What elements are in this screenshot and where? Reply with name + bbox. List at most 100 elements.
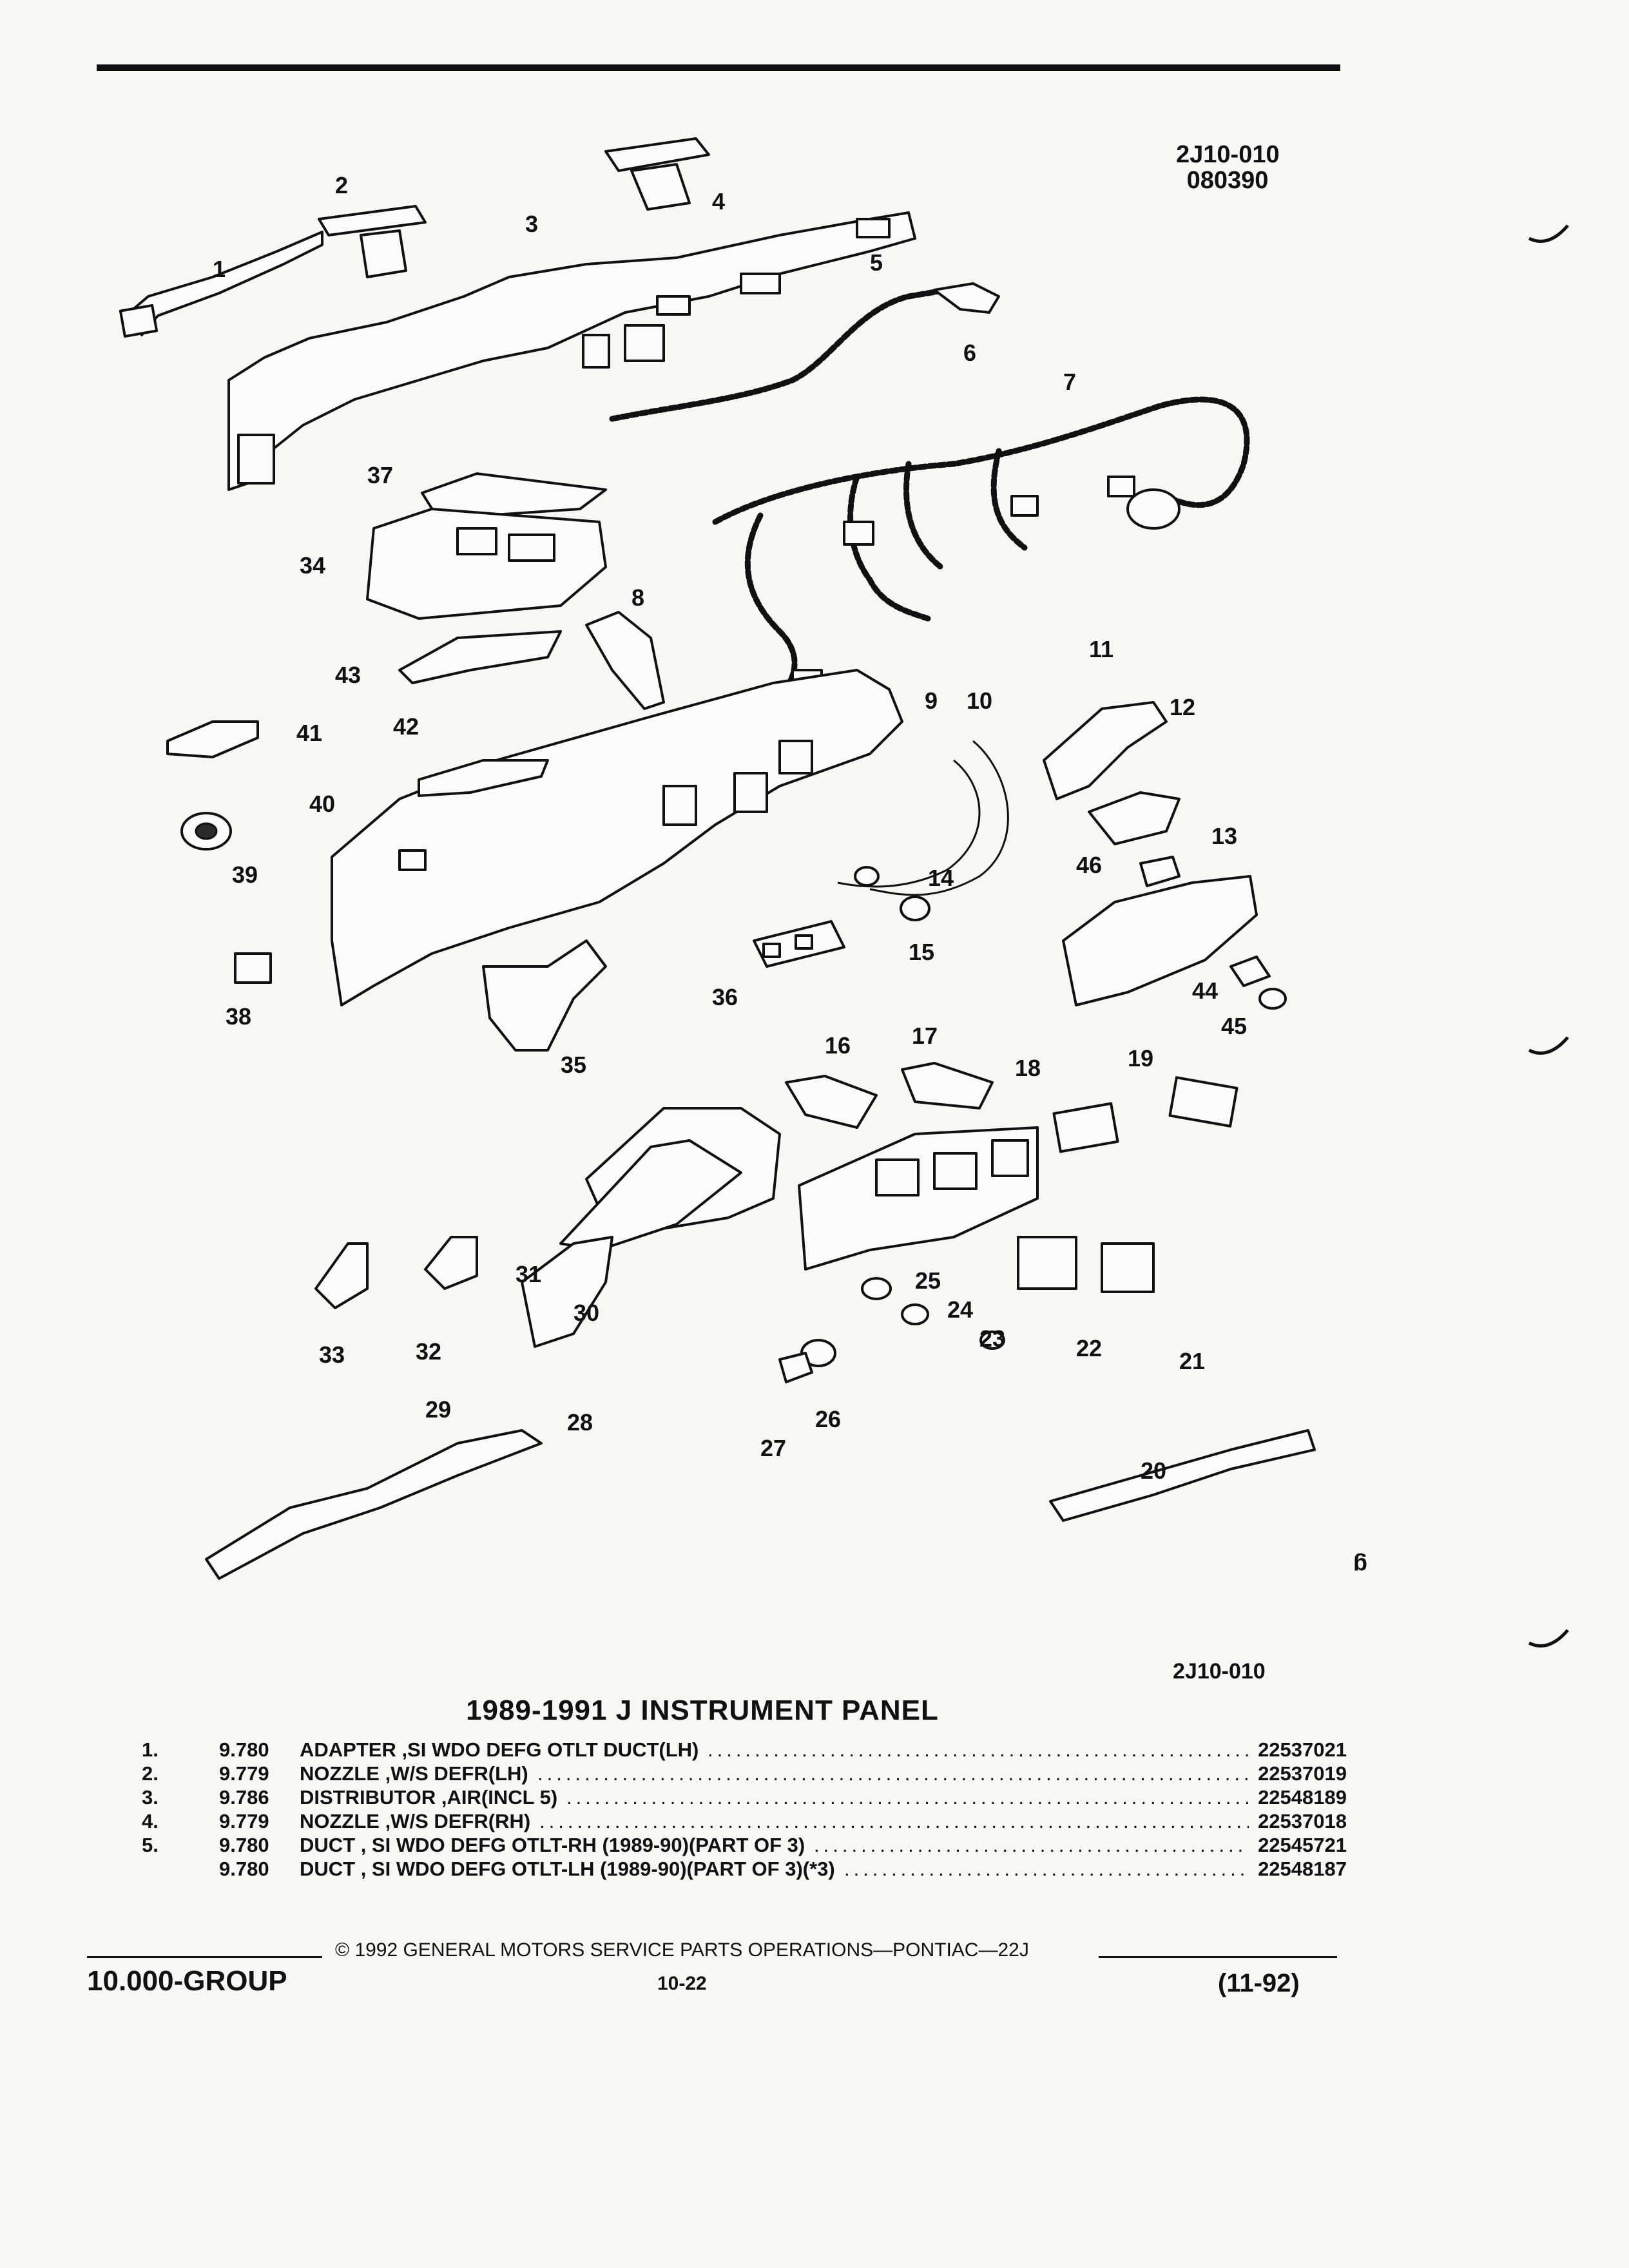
part-description: NOZZLE ,W/S DEFR(RH) [300,1810,531,1832]
footer-page-number: 10-22 [657,1973,707,1994]
part-3-air-distributor [227,211,916,491]
callout: 44 [1192,977,1218,1004]
part-description: DISTRIBUTOR ,AIR(INCL 5) [300,1786,558,1809]
callout: 29 [425,1396,451,1423]
callout: 23 [979,1325,1005,1352]
callout: 30 [574,1300,599,1326]
dot-leader: ........................................… [539,1810,1249,1832]
callout: 45 [1221,1013,1247,1039]
callout: 22 [1076,1335,1102,1361]
part-40-instrument-panel [331,669,903,1006]
part-1-adapter-duct [119,231,323,338]
part-19-vent-2 [1168,1076,1239,1128]
callout: 36 [712,984,738,1010]
callout: 2 [335,172,348,198]
parts-row: 1. 9.780 ADAPTER ,SI WDO DEFG OTLT DUCT(… [135,1738,1347,1762]
callout: 43 [335,662,361,688]
binder-punch-mark [1528,1036,1569,1055]
callout: 7 [1063,369,1076,395]
part-number: 22537019 [1258,1762,1347,1785]
part-number: 22537021 [1258,1738,1347,1761]
parts-list: 1. 9.780 ADAPTER ,SI WDO DEFG OTLT DUCT(… [135,1738,1347,1881]
item-number: 3. [142,1786,159,1809]
part-35-bracket [482,939,607,1052]
part-24-bulb [901,1303,929,1325]
callout: 16 [825,1032,851,1059]
logo-mark: ᵷ [1353,1544,1367,1571]
parts-row: 4. 9.779 NOZZLE ,W/S DEFR(RH) 22537018 .… [135,1810,1347,1834]
dot-leader: ........................................… [537,1762,1249,1785]
callout: 26 [815,1406,841,1432]
part-23-bulb [979,1331,1005,1350]
part-28-trim [521,1236,613,1348]
reference-code: 2J10-010 080390 [1176,142,1280,194]
part-25-socket [861,1277,892,1300]
part-7-wiring-harness [712,396,1250,699]
callout: 19 [1128,1045,1153,1072]
group-number: 9.779 [219,1810,269,1832]
part-39-speaker [180,812,232,850]
exploded-parts-diagram: ᵷ 1 2 3 4 5 6 7 8 9 10 11 12 13 14 15 16… [119,137,1367,1580]
callout: 8 [631,584,644,611]
figure-title: 1989-1991 J INSTRUMENT PANEL [466,1695,939,1726]
dot-leader: ........................................… [814,1834,1249,1856]
callout: 34 [300,552,325,579]
callout: 12 [1170,694,1195,720]
part-10-cable [869,740,1009,896]
callout: 4 [712,188,725,215]
callout: 33 [319,1341,345,1368]
part-16-bezel [785,1075,878,1129]
group-number: 9.779 [219,1762,269,1785]
callout: 38 [226,1003,251,1030]
parts-row: 3. 9.786 DISTRIBUTOR ,AIR(INCL 5) 225481… [135,1786,1347,1810]
callout: 31 [516,1261,541,1287]
callout: 11 [1089,636,1113,662]
binder-punch-mark [1528,224,1569,243]
callout: 18 [1015,1055,1041,1081]
item-number: 1. [142,1738,159,1761]
footer-rule [87,1956,322,1958]
parts-row: 5. 9.780 DUCT , SI WDO DEFG OTLT-RH (198… [135,1834,1347,1858]
part-13-glove-box [1062,875,1258,1006]
part-46-clip [1139,856,1181,887]
part-number: 22545721 [1258,1834,1347,1856]
parts-row: 9.780 DUCT , SI WDO DEFG OTLT-LH (1989-9… [135,1858,1347,1881]
item-number: 2. [142,1762,159,1785]
part-2-lh-nozzle [318,205,427,278]
footer-copyright: © 1992 GENERAL MOTORS SERVICE PARTS OPER… [335,1939,1029,1961]
part-number: 22548187 [1258,1858,1347,1880]
part-19-vent [1052,1102,1119,1153]
callout: 1 [213,256,226,282]
part-4-rh-nozzle [604,137,710,211]
callout-labels: 1 2 3 4 5 6 7 8 9 10 11 12 13 14 15 16 1… [213,172,1247,1484]
part-17-switch-bezel [901,1062,994,1110]
item-number: 4. [142,1810,159,1832]
callout: 21 [1179,1348,1205,1374]
part-description: ADAPTER ,SI WDO DEFG OTLT DUCT(LH) [300,1738,699,1761]
group-number: 9.780 [219,1738,269,1761]
part-description: NOZZLE ,W/S DEFR(LH) [300,1762,528,1785]
callout: 15 [909,939,934,965]
callout: 17 [912,1023,938,1049]
part-41-cover [166,720,259,758]
dot-leader: ........................................… [844,1858,1249,1880]
figure-code: 2J10-010 [1173,1659,1266,1684]
part-30-lens [559,1139,742,1251]
part-8-trim [585,611,665,710]
callout: 27 [760,1435,786,1461]
dot-leader: ........................................… [708,1738,1249,1761]
item-number: 5. [142,1834,159,1856]
callout: 42 [393,713,419,740]
ref-date: 080390 [1186,167,1269,194]
part-38-vent [234,952,272,984]
callout: 37 [367,462,393,488]
part-9-cable [837,759,981,888]
callout: 25 [915,1267,941,1294]
part-21-panel [1101,1242,1155,1293]
callout: 39 [232,861,258,888]
callout: 6 [963,340,976,366]
top-rule [97,64,1340,71]
callout: 24 [947,1296,973,1323]
part-32-switch [424,1236,478,1290]
